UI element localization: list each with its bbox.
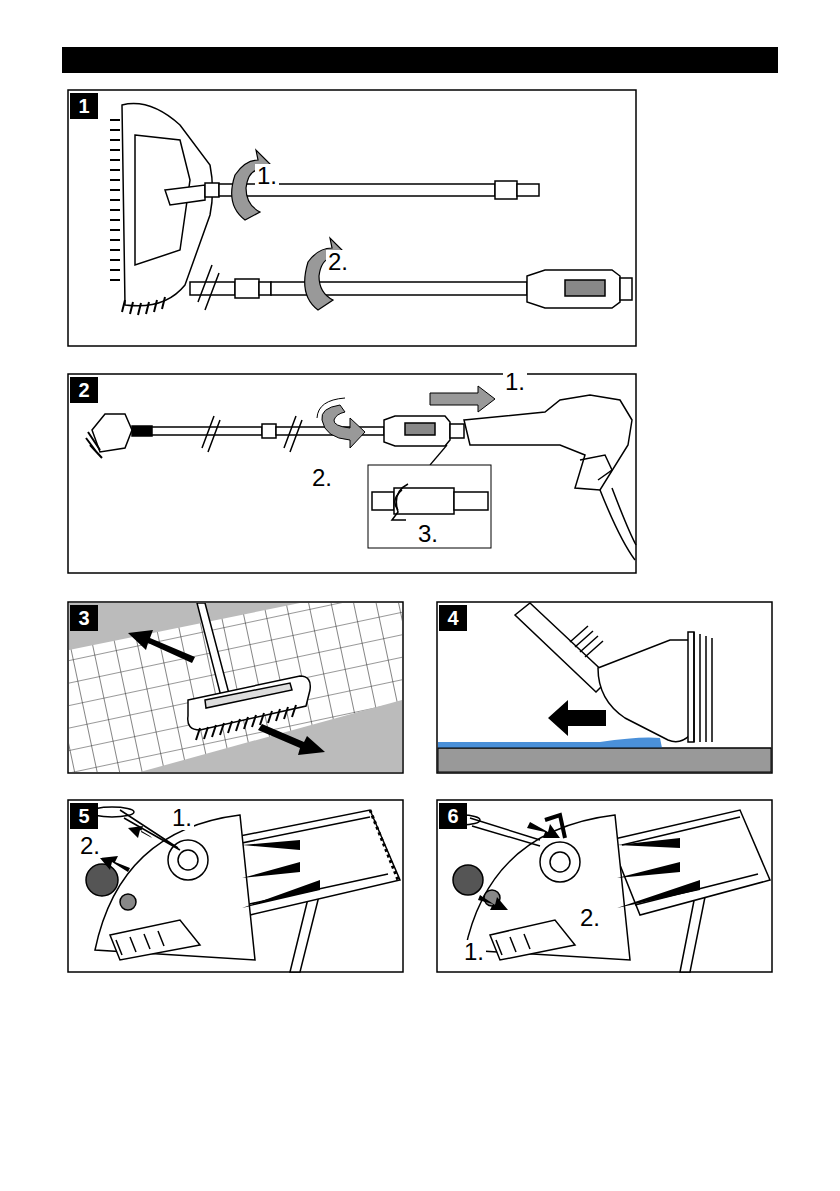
step-number: 1. [503, 370, 527, 394]
step-number: 2. [578, 906, 602, 930]
panel-number: 4 [439, 605, 467, 631]
panel-number: 1 [70, 93, 98, 119]
panel-number: 3 [70, 605, 98, 631]
step-number: 2. [78, 834, 102, 858]
panel-number: 6 [439, 803, 467, 829]
step-number: 3. [416, 522, 440, 546]
step-number: 1. [255, 164, 279, 188]
header-bar [62, 47, 778, 73]
step-number: 2. [310, 466, 334, 490]
panel-number: 5 [70, 803, 98, 829]
panel-number: 2 [70, 377, 98, 403]
step-number: 1. [462, 940, 486, 964]
step-number: 1. [170, 806, 194, 830]
step-number: 2. [326, 250, 350, 274]
